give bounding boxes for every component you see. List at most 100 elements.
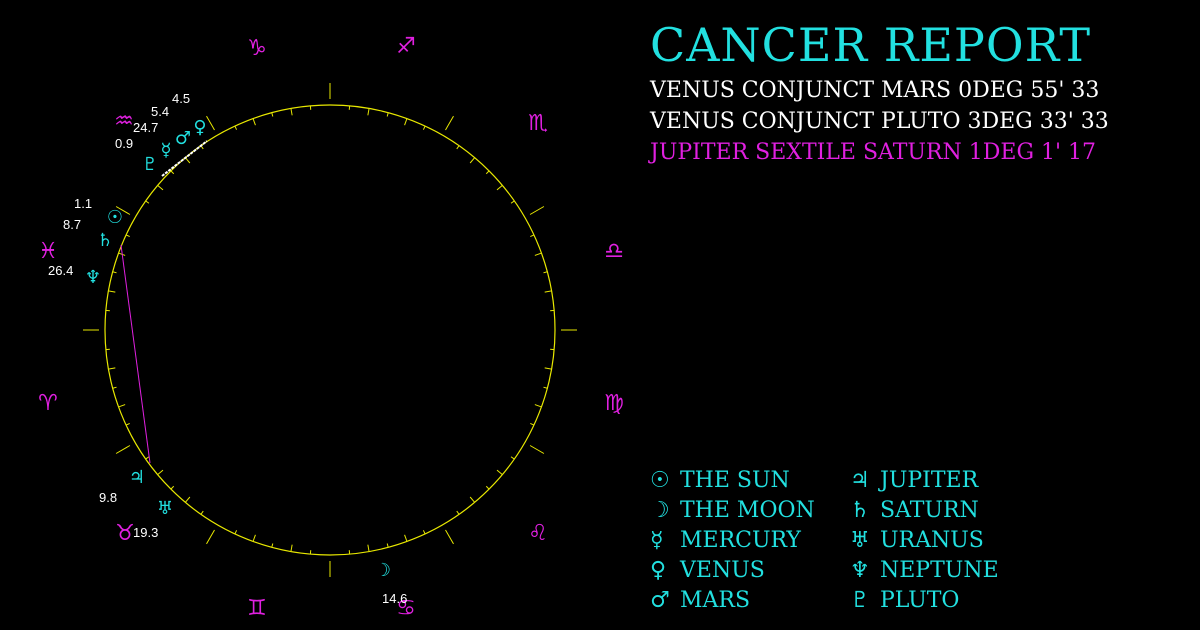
degree-label-mars: 5.4 bbox=[151, 104, 169, 119]
degree-ticks bbox=[83, 83, 577, 577]
legend-item-mercury: ☿ MERCURY bbox=[650, 528, 801, 553]
sign-division-tick bbox=[445, 529, 454, 545]
degree-tick bbox=[290, 544, 293, 552]
aspect-line-2: VENUS CONJUNCT PLUTO 3DEG 33' 33 bbox=[650, 109, 1109, 134]
planet-venus-icon: ♀ bbox=[193, 117, 206, 138]
degree-tick bbox=[422, 530, 426, 535]
degree-tick bbox=[496, 469, 503, 476]
sign-capricorn-icon: ♑ bbox=[247, 36, 267, 61]
sign-libra-icon: ♎ bbox=[604, 239, 624, 264]
degree-tick bbox=[367, 108, 370, 116]
aspect-line-1: VENUS CONJUNCT MARS 0DEG 55' 33 bbox=[650, 78, 1100, 103]
degree-tick bbox=[404, 118, 408, 126]
degree-label-uranus: 19.3 bbox=[133, 525, 158, 540]
conjunction-marker bbox=[161, 140, 208, 177]
aspect-line-3: JUPITER SEXTILE SATURN 1DEG 1' 17 bbox=[650, 140, 1097, 165]
degree-tick bbox=[404, 534, 408, 542]
degree-label-venus: 4.5 bbox=[172, 91, 190, 106]
degree-tick bbox=[456, 510, 460, 515]
legend-item-saturn: ♄SATURN bbox=[850, 498, 979, 523]
degree-tick bbox=[386, 543, 389, 548]
sign-gemini-icon: ♊ bbox=[247, 596, 267, 621]
degree-tick bbox=[496, 184, 503, 191]
degree-tick bbox=[157, 469, 164, 476]
planet-pluto-icon: ♇ bbox=[142, 154, 158, 175]
planet-saturn-icon: ♄ bbox=[97, 230, 113, 251]
degree-tick bbox=[485, 485, 490, 490]
degree-tick bbox=[543, 271, 548, 274]
degree-tick bbox=[534, 404, 542, 408]
sign-leo-icon: ♌ bbox=[528, 521, 548, 546]
degree-tick bbox=[252, 534, 256, 542]
degree-tick bbox=[170, 485, 175, 490]
legend-label: MARS bbox=[680, 588, 751, 613]
degree-tick bbox=[271, 543, 274, 548]
planet-moon-icon: ☽ bbox=[375, 560, 391, 581]
degree-label-mercury: 24.7 bbox=[133, 120, 158, 135]
sign-division-tick bbox=[115, 445, 131, 454]
sign-taurus-icon: ♉ bbox=[115, 521, 135, 546]
degree-tick bbox=[530, 234, 535, 238]
legend-label: PLUTO bbox=[880, 588, 960, 613]
degree-label-neptune: 26.4 bbox=[48, 263, 73, 278]
degree-tick bbox=[184, 496, 191, 503]
planet-mars-icon: ♂ bbox=[175, 128, 191, 149]
degree-tick bbox=[125, 422, 130, 426]
sign-division-tick bbox=[445, 115, 454, 131]
legend-item-venus: ♀VENUS bbox=[650, 558, 765, 583]
sign-pisces-icon: ♓ bbox=[38, 239, 58, 264]
pluto-icon: ♇ bbox=[850, 588, 870, 613]
degree-tick bbox=[367, 544, 370, 552]
degree-tick bbox=[145, 200, 150, 204]
degree-label-jupiter: 9.8 bbox=[99, 490, 117, 505]
mars-icon: ♂ bbox=[650, 588, 670, 613]
legend-label: VENUS bbox=[680, 558, 765, 583]
planet-sun-icon: ☉ bbox=[107, 207, 123, 228]
degree-tick bbox=[543, 386, 548, 389]
zodiac-ring bbox=[104, 104, 556, 556]
legend-item-jupiter: ♃JUPITER bbox=[850, 468, 978, 493]
legend-label: THE MOON bbox=[680, 498, 815, 523]
degree-tick bbox=[112, 271, 117, 274]
moon-icon: ☽ bbox=[650, 498, 670, 523]
degree-tick bbox=[271, 112, 274, 117]
degree-tick bbox=[108, 367, 116, 370]
sign-aries-icon: ♈ bbox=[38, 391, 58, 416]
legend-item-moon: ☽ THE MOON bbox=[650, 498, 815, 523]
legend-label: SATURN bbox=[880, 498, 979, 523]
planet-neptune-icon: ♆ bbox=[85, 267, 101, 288]
mercury-icon: ☿ bbox=[650, 528, 664, 553]
sign-division-tick bbox=[206, 529, 215, 545]
degree-tick bbox=[469, 496, 476, 503]
planet-jupiter-icon: ♃ bbox=[129, 467, 145, 488]
legend-label: JUPITER bbox=[880, 468, 979, 493]
degree-tick bbox=[170, 170, 175, 175]
degree-tick bbox=[510, 200, 515, 204]
degree-tick bbox=[118, 404, 126, 408]
degree-label-moon: 14.6 bbox=[382, 591, 407, 606]
degree-tick bbox=[485, 170, 490, 175]
degree-tick bbox=[544, 367, 552, 370]
degree-tick bbox=[112, 386, 117, 389]
legend-item-uranus: ♅URANUS bbox=[850, 528, 984, 553]
legend-label: MERCURY bbox=[680, 528, 801, 553]
sign-aquarius-icon: ♒ bbox=[114, 109, 134, 134]
sign-division-tick bbox=[529, 445, 545, 454]
degree-tick bbox=[184, 157, 191, 164]
planet-mercury-icon: ☿ bbox=[160, 140, 171, 161]
sign-sagittarius-icon: ♐ bbox=[396, 34, 416, 59]
degree-label-sun: 1.1 bbox=[74, 196, 92, 211]
degree-tick bbox=[456, 145, 460, 150]
sign-cancer-icon: ♋ bbox=[396, 596, 416, 621]
degree-tick bbox=[145, 456, 150, 460]
degree-tick bbox=[510, 456, 515, 460]
legend-label: THE SUN bbox=[680, 468, 790, 493]
degree-tick bbox=[157, 184, 164, 191]
degree-tick bbox=[544, 290, 552, 293]
legend-label: NEPTUNE bbox=[880, 558, 999, 583]
sign-division-tick bbox=[115, 206, 131, 215]
legend-item-sun: ☉THE SUN bbox=[650, 468, 790, 493]
degree-tick bbox=[125, 234, 130, 238]
uranus-icon: ♅ bbox=[850, 528, 870, 553]
chart-wheel: ♑ ♐ ♏ ♎ ♍ ♌ ♋ ♊ ♉ ♈ ♓ ♒ ♀ ♂ ☿ ♇ ☉ ♄ ♆ ♃ … bbox=[38, 34, 624, 621]
